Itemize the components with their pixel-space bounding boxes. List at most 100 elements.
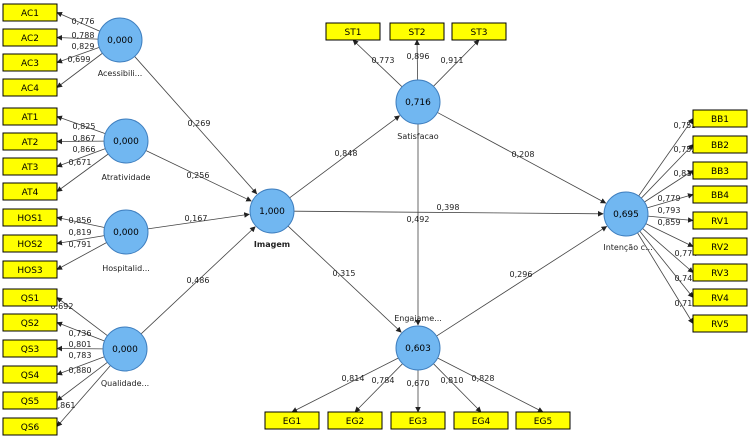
- latent-variable-qual[interactable]: 0,000Qualidade...: [101, 326, 149, 388]
- loading-arrow-eg4: [433, 363, 482, 413]
- indicator-label: EG1: [283, 417, 301, 427]
- outer-loading-bb1: 0,753: [674, 121, 697, 130]
- indicator-qs5[interactable]: QS5: [2, 391, 58, 410]
- indicator-qs2[interactable]: QS2: [2, 313, 58, 332]
- loading-arrow-rv2: [645, 223, 694, 247]
- path-arrow-sat-to-int: [437, 112, 607, 204]
- path-arrow-hosp-to-imag: [147, 212, 250, 230]
- indicator-qs3[interactable]: QS3: [2, 339, 58, 358]
- indicator-label: QS4: [21, 371, 40, 381]
- indicator-label: AC4: [21, 84, 39, 94]
- indicator-label: HOS3: [17, 266, 42, 276]
- indicator-label: AC3: [21, 59, 39, 69]
- loading-arrow-at4: [56, 153, 109, 192]
- indicator-at4[interactable]: AT4: [2, 182, 58, 201]
- outer-loading-st3: 0,911: [441, 56, 464, 65]
- r-squared-value: 0,000: [113, 228, 139, 238]
- indicator-rv5[interactable]: RV5: [692, 314, 748, 333]
- indicator-bb3[interactable]: BB3: [692, 161, 748, 180]
- loading-arrow-eg5: [437, 357, 544, 413]
- r-squared-value: 0,000: [107, 36, 133, 46]
- indicator-label: QS1: [21, 294, 40, 304]
- indicator-label: RV4: [711, 294, 729, 304]
- indicator-label: ST2: [409, 28, 426, 38]
- indicator-label: AC1: [21, 9, 39, 19]
- indicator-qs4[interactable]: QS4: [2, 365, 58, 384]
- outer-loading-eg2: 0,784: [372, 376, 395, 385]
- indicator-label: AT1: [22, 113, 39, 123]
- path-coefficient-qual-imag: 0,486: [187, 276, 210, 285]
- indicator-rv3[interactable]: RV3: [692, 263, 748, 282]
- indicator-st2[interactable]: ST2: [389, 22, 445, 41]
- indicator-eg5[interactable]: EG5: [515, 411, 571, 430]
- latent-variable-hosp[interactable]: 0,000Hospitalid...: [102, 209, 150, 273]
- latent-variable-name: Qualidade...: [101, 379, 149, 388]
- indicator-label: AT2: [22, 138, 39, 148]
- latent-variable-acess[interactable]: 0,000Acessibili...: [97, 17, 143, 78]
- indicator-bb2[interactable]: BB2: [692, 135, 748, 154]
- indicator-eg4[interactable]: EG4: [453, 411, 509, 430]
- r-squared-value: 0,000: [112, 345, 138, 355]
- indicator-qs6[interactable]: QS6: [2, 417, 58, 436]
- path-coefficient-imag-int: 0,398: [437, 203, 460, 212]
- indicator-qs1[interactable]: QS1: [2, 288, 58, 307]
- indicator-ac2[interactable]: AC2: [2, 28, 58, 47]
- indicator-rv2[interactable]: RV2: [692, 237, 748, 256]
- path-coefficient-eng-int: 0,296: [510, 270, 533, 279]
- indicator-ac4[interactable]: AC4: [2, 78, 58, 97]
- outer-loading-rv3: 0,774: [675, 249, 698, 258]
- loading-arrow-bb2: [640, 144, 694, 199]
- loading-arrow-bb1: [638, 118, 694, 197]
- indicator-st3[interactable]: ST3: [451, 22, 507, 41]
- loading-arrow-bb4: [647, 193, 694, 209]
- loading-arrow-hos2: [56, 235, 105, 246]
- indicator-hos3[interactable]: HOS3: [2, 260, 58, 279]
- outer-loading-qs2: 0,736: [69, 329, 92, 338]
- indicator-rv4[interactable]: RV4: [692, 288, 748, 307]
- indicator-label: HOS2: [17, 240, 42, 250]
- indicator-rv1[interactable]: RV1: [692, 211, 748, 230]
- indicator-label: BB1: [711, 115, 729, 125]
- outer-loading-at3: 0,866: [73, 145, 96, 154]
- path-coefficient-sat-int: 0,208: [512, 150, 535, 159]
- indicator-label: QS3: [21, 345, 40, 355]
- outer-loading-eg1: 0,814: [342, 374, 365, 383]
- latent-variable-eng[interactable]: 0,603Engajame...: [394, 314, 442, 371]
- indicator-label: ST3: [471, 28, 488, 38]
- path-coefficient-imag-eng: 0,315: [333, 269, 356, 278]
- indicator-bb4[interactable]: BB4: [692, 185, 748, 204]
- indicator-label: ST1: [345, 28, 362, 38]
- loading-arrow-at1: [56, 115, 106, 135]
- indicator-bb1[interactable]: BB1: [692, 109, 748, 128]
- outer-loading-bb4: 0,779: [658, 194, 681, 203]
- indicator-at1[interactable]: AT1: [2, 107, 58, 126]
- outer-loading-st2: 0,896: [407, 52, 430, 61]
- indicator-label: BB2: [711, 141, 729, 151]
- outer-loading-ac1: 0,776: [72, 17, 95, 26]
- indicator-ac3[interactable]: AC3: [2, 53, 58, 72]
- indicator-hos2[interactable]: HOS2: [2, 234, 58, 253]
- path-coefficient-hosp-imag: 0,167: [185, 214, 208, 223]
- indicator-eg3[interactable]: EG3: [390, 411, 446, 430]
- indicator-eg1[interactable]: EG1: [264, 411, 320, 430]
- outer-loading-qs4: 0,783: [69, 351, 92, 360]
- indicator-label: QS2: [21, 319, 40, 329]
- outer-loading-ac3: 0,829: [72, 42, 95, 51]
- indicator-at3[interactable]: AT3: [2, 157, 58, 176]
- outer-loading-eg3: 0,670: [407, 379, 430, 388]
- indicator-label: EG5: [534, 417, 552, 427]
- indicator-at2[interactable]: AT2: [2, 132, 58, 151]
- indicator-eg2[interactable]: EG2: [327, 411, 383, 430]
- outer-loading-bb3: 0,816: [674, 169, 697, 178]
- indicator-ac1[interactable]: AC1: [2, 3, 58, 22]
- outer-loading-rv1: 0,793: [658, 206, 681, 215]
- indicator-label: QS6: [21, 423, 40, 433]
- indicator-hos1[interactable]: HOS1: [2, 208, 58, 227]
- path-coefficient-imag-sat: 0,848: [335, 149, 358, 158]
- indicator-st1[interactable]: ST1: [325, 22, 381, 41]
